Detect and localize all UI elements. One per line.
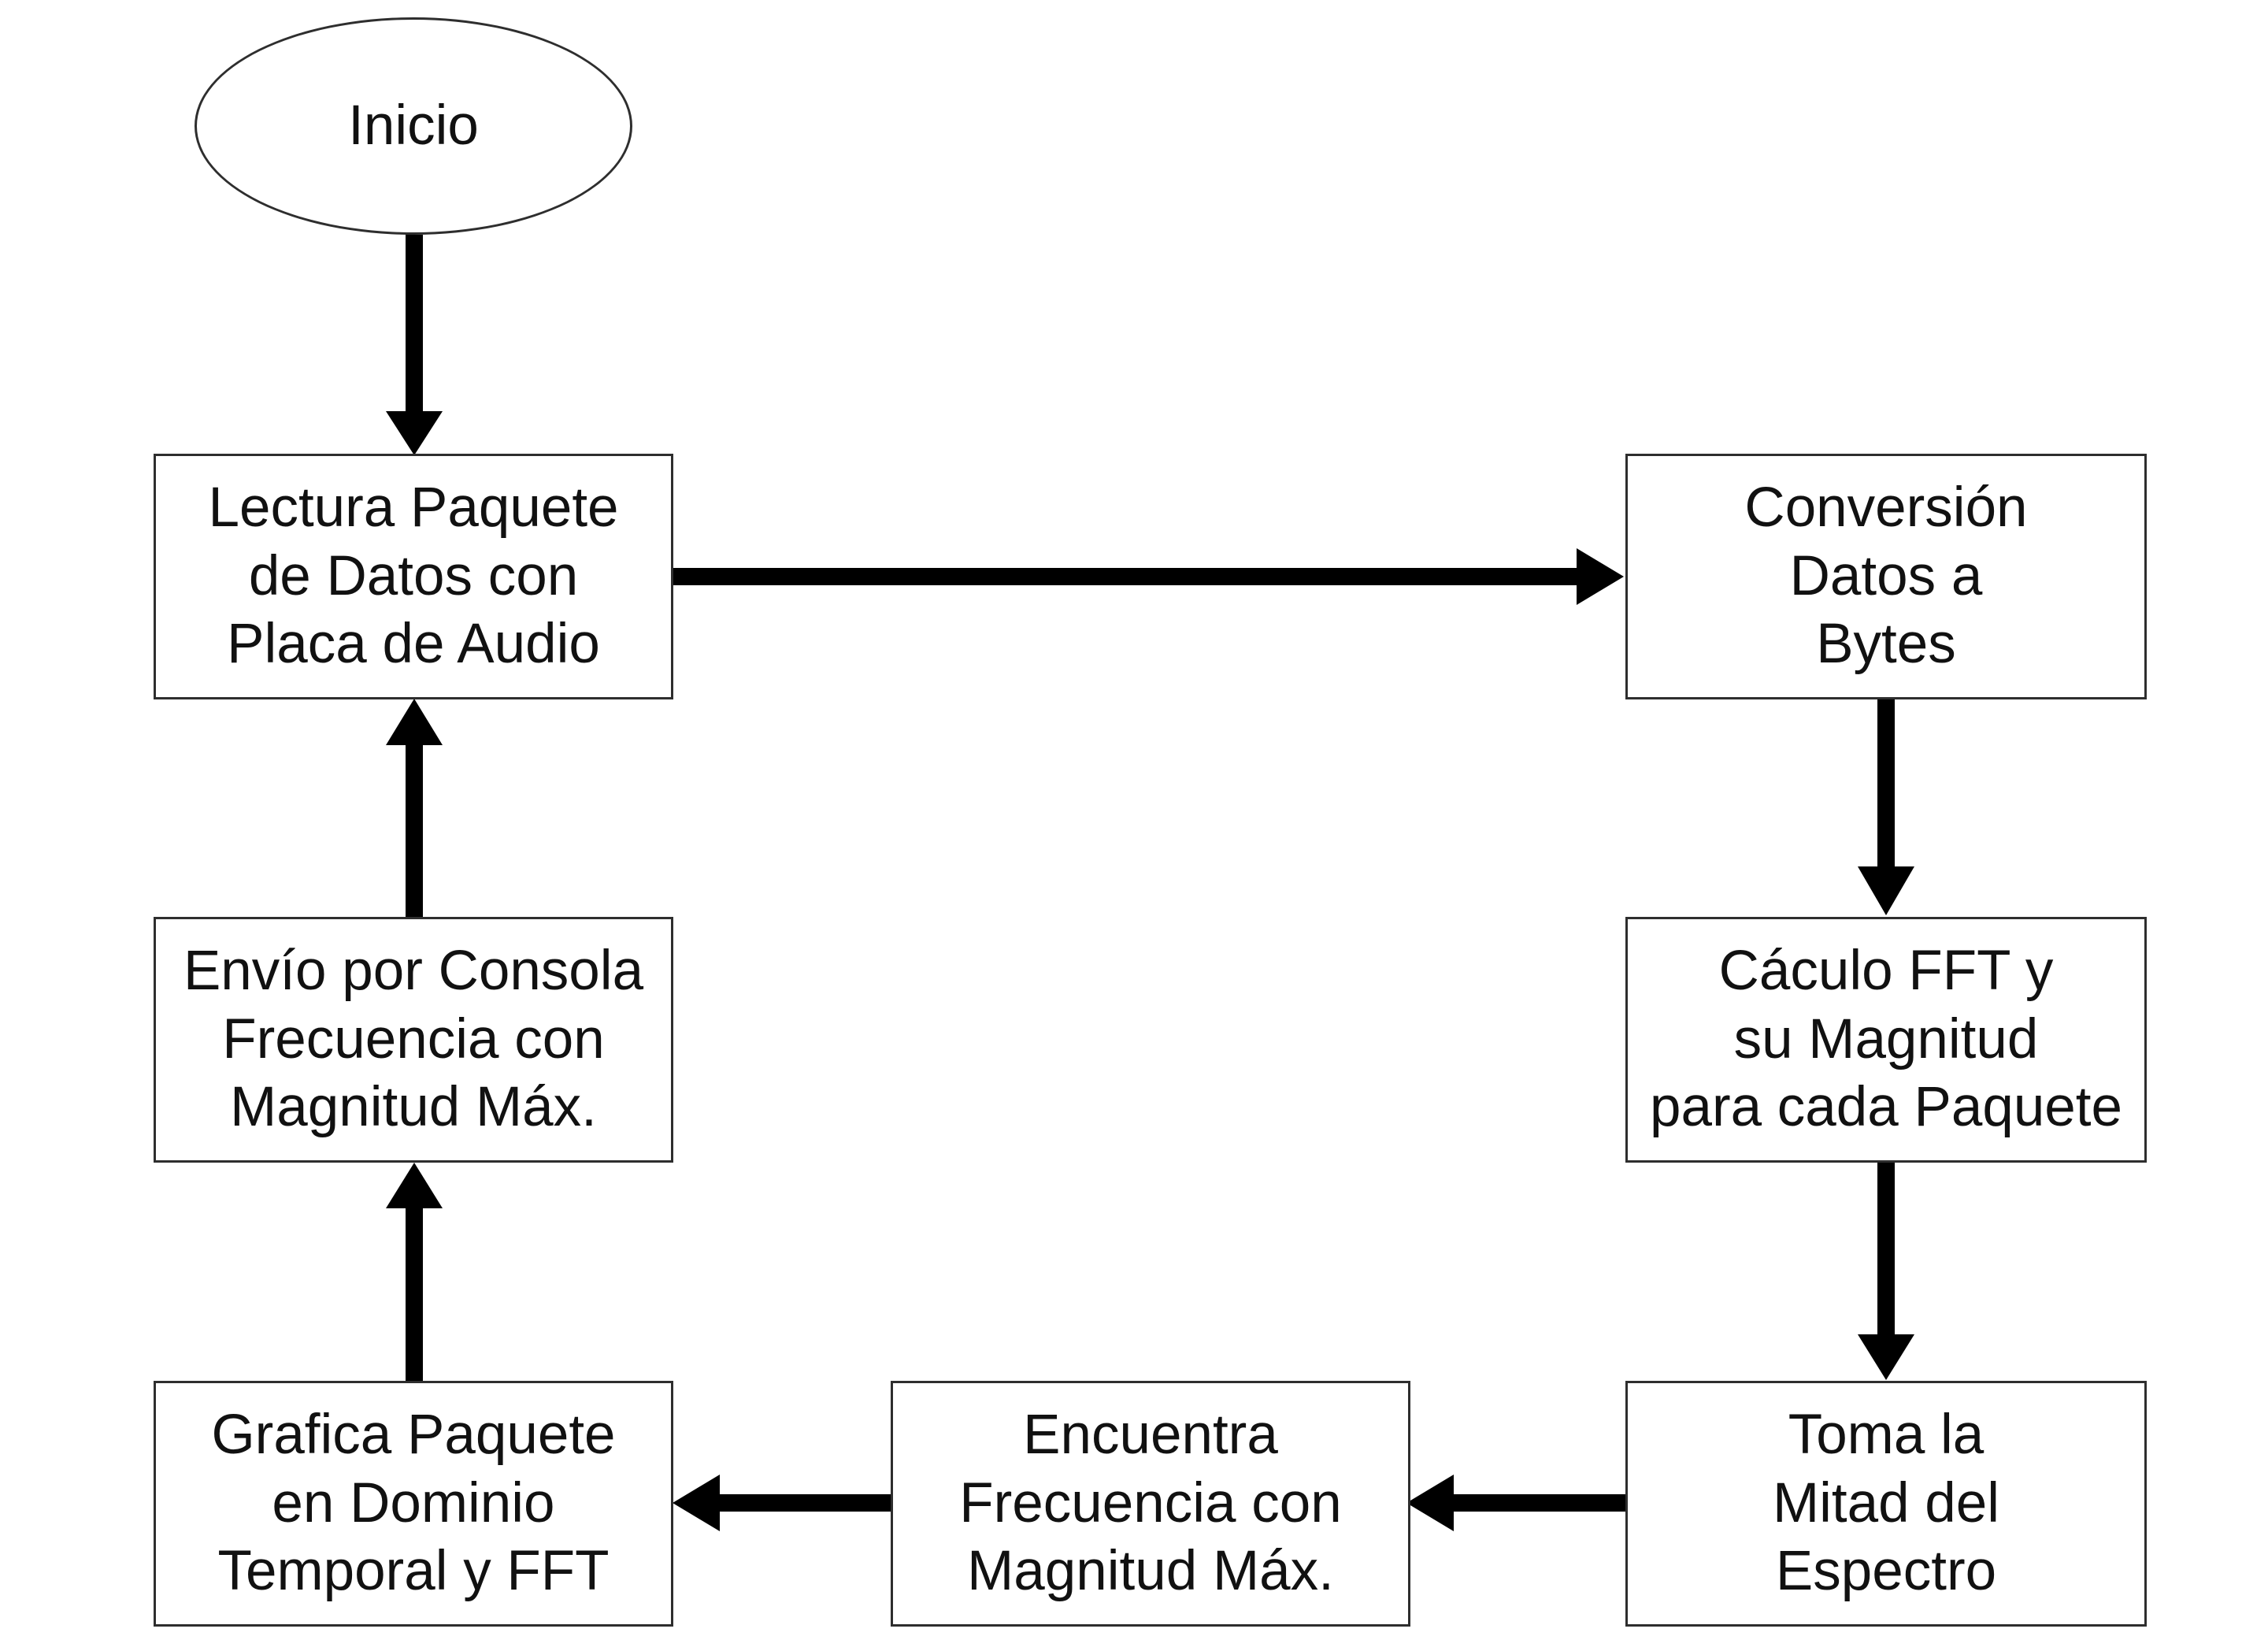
node-read-line: Lectura Paquete (208, 477, 619, 540)
node-send-line: Envío por Consola (183, 940, 644, 1003)
node-send-line: Frecuencia con (222, 1007, 605, 1070)
node-plot-line: en Dominio (272, 1471, 555, 1534)
node-half-text: Toma la Mitad del Espectro (1773, 1401, 1999, 1606)
node-start: Inicio (195, 17, 632, 235)
arrow-start-to-read (386, 235, 443, 455)
node-half-line: Espectro (1775, 1540, 1997, 1603)
node-plot-line: Grafica Paquete (211, 1404, 616, 1467)
node-find-line: Encuentra (1023, 1404, 1278, 1467)
node-plot-line: Temporal y FFT (217, 1540, 610, 1603)
node-convert-bytes: Conversión Datos a Bytes (1625, 454, 2147, 699)
node-find-line: Frecuencia con (959, 1471, 1342, 1534)
node-send-line: Magnitud Máx. (230, 1076, 597, 1139)
arrow-fft-to-half (1858, 1163, 1914, 1380)
arrow-half-to-find (1406, 1475, 1625, 1531)
node-fft-magnitude: Cáculo FFT y su Magnitud para cada Paque… (1625, 917, 2147, 1163)
arrow-find-to-plot (673, 1475, 891, 1531)
node-send-text: Envío por Consola Frecuencia con Magnitu… (183, 937, 643, 1142)
node-read-line: Placa de Audio (227, 613, 600, 676)
node-find-text: Encuentra Frecuencia con Magnitud Máx. (959, 1401, 1341, 1606)
node-half-line: Toma la (1788, 1404, 1984, 1467)
node-start-line: Inicio (348, 94, 479, 157)
node-read-text: Lectura Paquete de Datos con Placa de Au… (208, 474, 618, 679)
node-read-audio-packet: Lectura Paquete de Datos con Placa de Au… (154, 454, 673, 699)
node-fft-line: para cada Paquete (1649, 1076, 2123, 1139)
node-fft-line: Cáculo FFT y (1718, 940, 2054, 1003)
arrow-convert-to-fft (1858, 699, 1914, 915)
arrow-plot-to-send (386, 1163, 443, 1382)
node-find-max-frequency: Encuentra Frecuencia con Magnitud Máx. (891, 1381, 1410, 1627)
node-plot-time-fft: Grafica Paquete en Dominio Temporal y FF… (154, 1381, 673, 1627)
node-find-line: Magnitud Máx. (967, 1540, 1334, 1603)
node-half-spectrum: Toma la Mitad del Espectro (1625, 1381, 2147, 1627)
arrow-read-to-convert (673, 548, 1624, 605)
node-send-console: Envío por Consola Frecuencia con Magnitu… (154, 917, 673, 1163)
node-convert-line: Bytes (1816, 613, 1956, 676)
node-convert-line: Conversión (1744, 477, 2028, 540)
node-fft-line: su Magnitud (1733, 1007, 2039, 1070)
node-read-line: de Datos con (248, 544, 579, 607)
node-convert-line: Datos a (1789, 544, 1983, 607)
node-half-line: Mitad del (1772, 1471, 2000, 1534)
node-plot-text: Grafica Paquete en Dominio Temporal y FF… (211, 1401, 615, 1606)
node-fft-text: Cáculo FFT y su Magnitud para cada Paque… (1650, 937, 2122, 1142)
node-convert-text: Conversión Datos a Bytes (1744, 474, 2027, 679)
node-start-text: Inicio (348, 92, 479, 161)
arrow-send-to-read (386, 699, 443, 918)
